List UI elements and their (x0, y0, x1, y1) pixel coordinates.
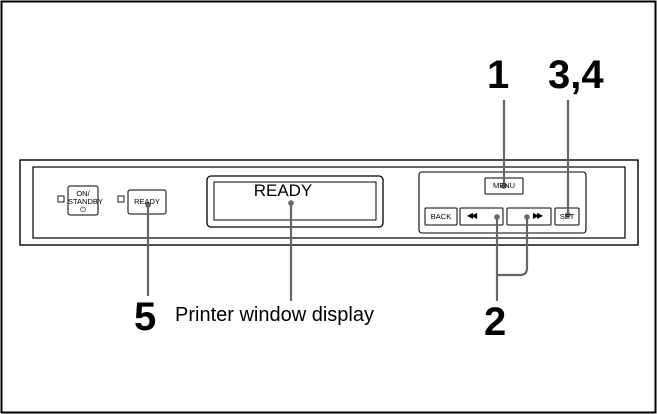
display-window (213, 181, 377, 221)
forward-icon: ▶▶ (532, 211, 543, 220)
rewind-icon: ◀◀ (466, 211, 477, 220)
rewind-button[interactable] (459, 207, 504, 226)
on-standby-button[interactable] (67, 185, 99, 216)
leader-dot-display (288, 200, 294, 206)
leader-dot-2b (524, 214, 530, 220)
on-standby-label-line2: STANDBY (68, 197, 103, 206)
callout-3-4: 3,4 (548, 53, 604, 97)
back-button[interactable] (424, 207, 458, 226)
ready-indicator (117, 195, 125, 203)
leader-dot-34 (565, 212, 571, 218)
callout-1: 1 (487, 53, 510, 97)
back-button-label: BACK (430, 212, 452, 221)
power-icon: ⏻ (80, 205, 86, 214)
leader-dot-1 (501, 183, 507, 189)
leader-line-2 (495, 217, 529, 301)
display-text: READY (253, 181, 313, 200)
on-standby-indicator (57, 195, 65, 203)
leader-dot-2a (494, 214, 500, 220)
menu-button-label: MENU (492, 181, 516, 190)
callout-2: 2 (484, 300, 507, 344)
callout-5: 5 (134, 295, 157, 339)
ready-button-label: READY (134, 197, 160, 206)
on-standby-label: ON/ STANDBY ⏻ (68, 189, 103, 214)
display-caption: Printer window display (175, 304, 374, 326)
leader-dot-5 (145, 202, 151, 208)
set-button-label: SET (559, 212, 575, 221)
on-standby-label-line1: ON/ (76, 189, 90, 198)
